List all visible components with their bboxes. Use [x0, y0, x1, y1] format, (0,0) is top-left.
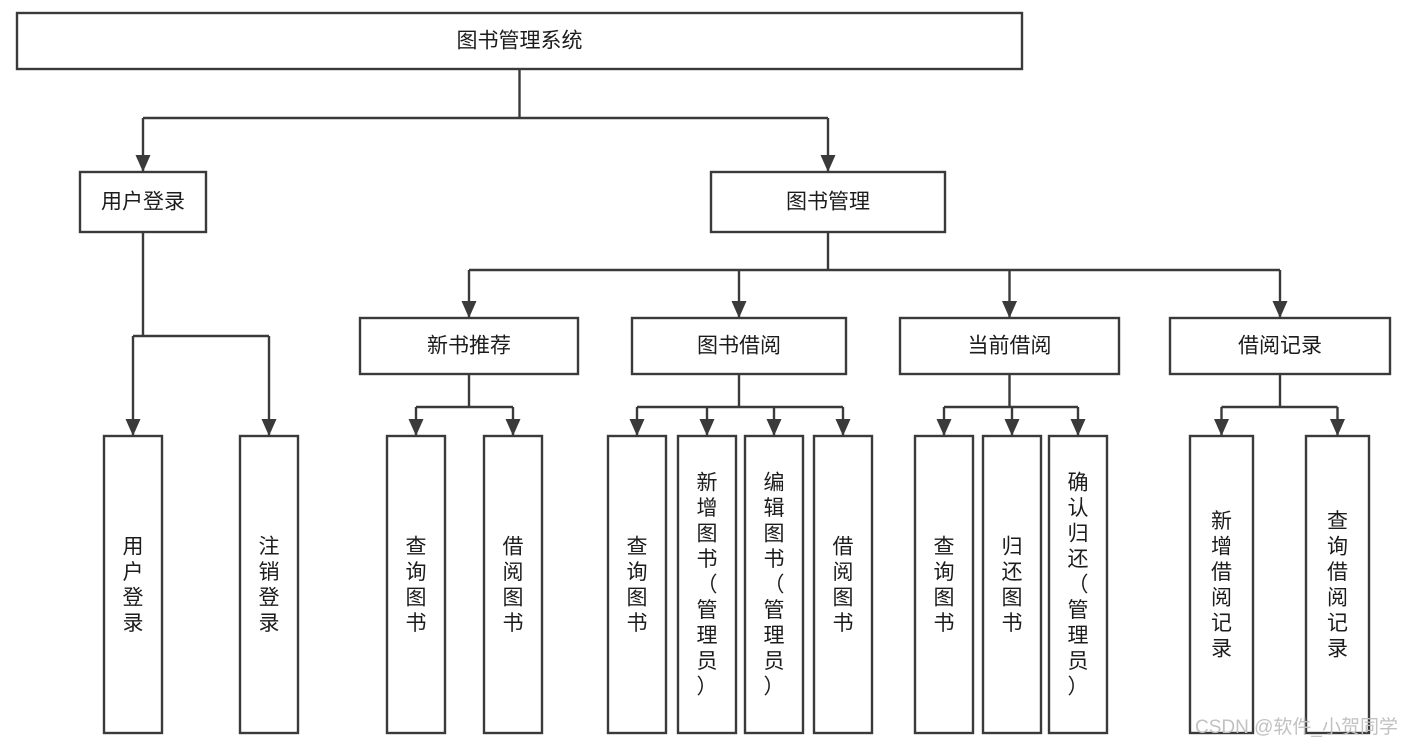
arrow-head-user-login-1 — [261, 419, 277, 436]
node-box-图书管理 — [709, 170, 947, 234]
arrow-head-book-mgmt-2 — [1002, 301, 1017, 318]
node-box-归还图书 — [981, 434, 1043, 735]
node-用户登录[interactable]: 用户登录 — [78, 170, 208, 234]
node-box-用户登录 — [102, 434, 164, 735]
node-查询图书[interactable]: 查询图书 — [606, 434, 668, 735]
node-查询图书[interactable]: 查询图书 — [385, 434, 447, 735]
node-label-借阅图书: 借阅图书 — [503, 535, 524, 635]
arrow-head-l3-0-0 — [408, 419, 424, 436]
node-box-新增借阅记录 — [1188, 434, 1255, 735]
node-label-新增图书管理员: 新增图书（管理员） — [697, 472, 718, 699]
node-label-用户登录: 用户登录 — [101, 191, 185, 214]
arrow-head-l3-3-0 — [1214, 419, 1229, 436]
node-box-查询图书 — [606, 434, 668, 735]
node-查询借阅记录[interactable]: 查询借阅记录 — [1304, 434, 1371, 735]
node-用户登录[interactable]: 用户登录 — [102, 434, 164, 735]
arrow-head-book-mgmt-3 — [1272, 301, 1288, 318]
arrow-head-l3-1-3 — [835, 419, 851, 436]
arrow-head-l3-1-0 — [629, 419, 645, 436]
arrow-head-l3-0-1 — [505, 419, 521, 436]
node-label-归还图书: 归还图书 — [1002, 535, 1023, 635]
node-查询图书[interactable]: 查询图书 — [913, 434, 975, 735]
node-借阅图书[interactable]: 借阅图书 — [812, 434, 874, 735]
node-label-确认归还管理员: 确认归还（管理员） — [1068, 472, 1089, 699]
node-box-借阅图书 — [482, 434, 544, 735]
arrow-head-user-login-0 — [125, 419, 141, 436]
node-当前借阅[interactable]: 当前借阅 — [898, 316, 1121, 376]
arrow-head-l3-1-1 — [699, 419, 715, 436]
arrow-head-l3-2-2 — [1070, 419, 1086, 436]
node-label-借阅图书: 借阅图书 — [833, 535, 854, 635]
node-借阅图书[interactable]: 借阅图书 — [482, 434, 544, 735]
node-label-查询图书: 查询图书 — [627, 535, 648, 635]
node-编辑图书管理员[interactable]: 编辑图书（管理员） — [743, 434, 805, 735]
arrow-head-l3-3-1 — [1330, 419, 1345, 436]
node-box-图书管理系统 — [15, 11, 1024, 71]
node-图书管理[interactable]: 图书管理 — [709, 170, 947, 234]
node-label-查询借阅记录: 查询借阅记录 — [1327, 510, 1348, 661]
node-box-用户登录 — [78, 170, 208, 234]
node-label-新增借阅记录: 新增借阅记录 — [1211, 510, 1232, 661]
node-box-当前借阅 — [898, 316, 1121, 376]
node-label-图书管理系统: 图书管理系统 — [457, 30, 583, 53]
csdn-watermark: CSDN @软件_小贺同学 — [1195, 716, 1398, 738]
node-label-图书借阅: 图书借阅 — [697, 335, 781, 358]
node-box-确认归还管理员 — [1047, 434, 1109, 735]
node-图书借阅[interactable]: 图书借阅 — [630, 316, 848, 376]
arrow-head-l3-1-2 — [766, 419, 782, 436]
node-box-借阅图书 — [812, 434, 874, 735]
node-label-用户登录: 用户登录 — [123, 535, 144, 635]
node-label-查询图书: 查询图书 — [934, 535, 955, 635]
node-layer: 图书管理系统用户登录图书管理新书推荐图书借阅当前借阅借阅记录用户登录注销登录查询… — [15, 11, 1392, 735]
arrow-head-book-mgmt-1 — [731, 301, 747, 318]
node-借阅记录[interactable]: 借阅记录 — [1168, 316, 1392, 376]
node-box-图书借阅 — [630, 316, 848, 376]
node-box-查询图书 — [385, 434, 447, 735]
node-box-查询借阅记录 — [1304, 434, 1371, 735]
connector-layer — [125, 69, 1345, 436]
arrow-head-l3-2-0 — [936, 419, 952, 436]
node-box-新书推荐 — [358, 316, 580, 376]
node-box-借阅记录 — [1168, 316, 1392, 376]
node-label-查询图书: 查询图书 — [406, 535, 427, 635]
node-label-新书推荐: 新书推荐 — [427, 335, 511, 358]
node-box-编辑图书管理员 — [743, 434, 805, 735]
node-box-查询图书 — [913, 434, 975, 735]
arrow-head-book-mgmt-0 — [461, 301, 477, 318]
arrow-head-root-0 — [135, 155, 151, 172]
node-新书推荐[interactable]: 新书推荐 — [358, 316, 580, 376]
node-label-编辑图书管理员: 编辑图书（管理员） — [764, 472, 785, 699]
node-确认归还管理员[interactable]: 确认归还（管理员） — [1047, 434, 1109, 735]
node-label-图书管理: 图书管理 — [786, 191, 870, 214]
node-新增图书管理员[interactable]: 新增图书（管理员） — [676, 434, 738, 735]
node-box-注销登录 — [238, 434, 300, 735]
node-注销登录[interactable]: 注销登录 — [238, 434, 300, 735]
node-box-新增图书管理员 — [676, 434, 738, 735]
node-归还图书[interactable]: 归还图书 — [981, 434, 1043, 735]
node-label-借阅记录: 借阅记录 — [1238, 335, 1322, 358]
node-图书管理系统[interactable]: 图书管理系统 — [15, 11, 1024, 71]
node-新增借阅记录[interactable]: 新增借阅记录 — [1188, 434, 1255, 735]
node-label-当前借阅: 当前借阅 — [968, 335, 1052, 358]
arrow-head-l3-2-1 — [1004, 419, 1020, 436]
node-label-注销登录: 注销登录 — [259, 535, 280, 635]
arrow-head-root-1 — [820, 155, 836, 172]
